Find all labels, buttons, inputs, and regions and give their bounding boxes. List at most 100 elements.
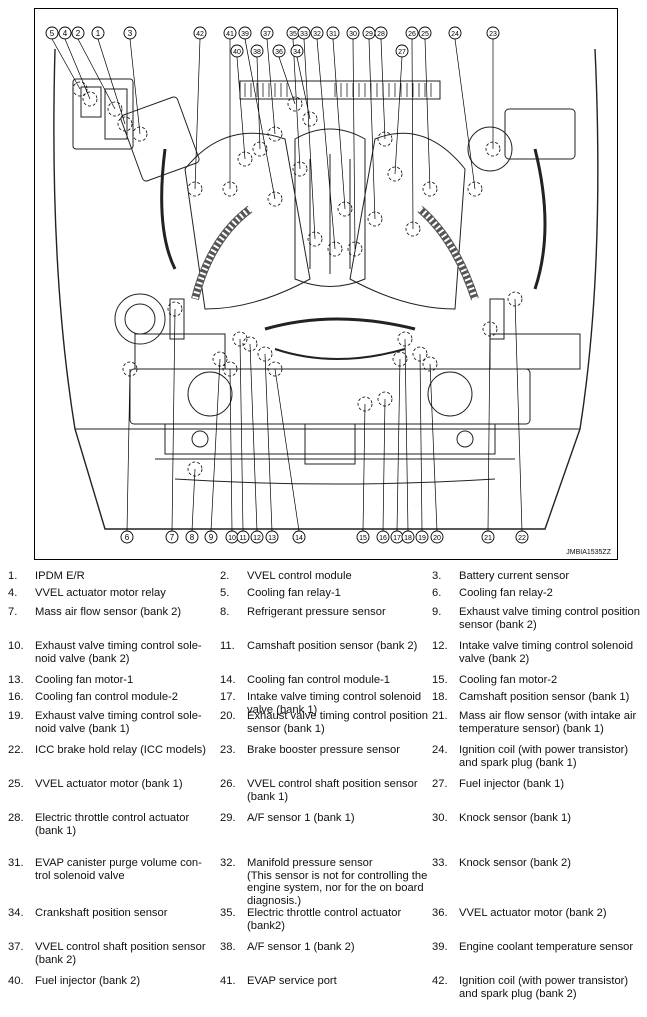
svg-text:24: 24 bbox=[451, 31, 459, 38]
callout-31: 31 bbox=[326, 26, 340, 40]
legend-number: 35. bbox=[220, 907, 236, 919]
target-14 bbox=[267, 361, 283, 377]
target-11 bbox=[232, 331, 248, 347]
target-1 bbox=[117, 116, 133, 132]
leader-4 bbox=[64, 38, 91, 100]
leader-40 bbox=[236, 56, 246, 160]
svg-text:32: 32 bbox=[313, 31, 321, 38]
callout-17: 17 bbox=[390, 530, 404, 544]
callout-16: 16 bbox=[376, 530, 390, 544]
legend-text: Knock sensor (bank 1) bbox=[459, 812, 571, 824]
svg-text:33: 33 bbox=[300, 31, 308, 38]
svg-text:42: 42 bbox=[196, 31, 204, 38]
callout-35: 35 bbox=[286, 26, 300, 40]
leader-28 bbox=[380, 38, 386, 140]
legend-text: Intake valve timing control solenoid val… bbox=[247, 691, 422, 716]
leader-2 bbox=[77, 38, 116, 110]
svg-text:1: 1 bbox=[96, 29, 101, 38]
leader-3 bbox=[129, 38, 141, 135]
legend-text: Camshaft position sensor (bank 1) bbox=[459, 691, 630, 703]
leader-35 bbox=[292, 38, 301, 170]
callout-18: 18 bbox=[401, 530, 415, 544]
legend-text: Electric throttle control actuator (bank… bbox=[247, 907, 402, 932]
callout-3: 3 bbox=[123, 26, 137, 40]
legend-text: Fuel injector (bank 1) bbox=[459, 778, 565, 790]
legend-text: VVEL control shaft position sensor (bank… bbox=[247, 778, 418, 803]
leader-9 bbox=[210, 358, 221, 532]
legend-text: Crankshaft position sensor bbox=[35, 907, 168, 919]
legend-number: 32. bbox=[220, 857, 236, 869]
target-37 bbox=[267, 126, 283, 142]
legend-number: 42. bbox=[432, 975, 448, 987]
legend-text: Brake booster pressure sensor bbox=[247, 744, 400, 756]
legend-text: Refrigerant pressure sensor bbox=[247, 606, 386, 618]
legend-number: 7. bbox=[8, 606, 18, 618]
svg-text:39: 39 bbox=[241, 31, 249, 38]
svg-text:37: 37 bbox=[263, 31, 271, 38]
legend-text: A/F sensor 1 (bank 2) bbox=[247, 941, 355, 953]
legend-number: 16. bbox=[8, 691, 24, 703]
legend-text: Knock sensor (bank 2) bbox=[459, 857, 571, 869]
callout-targets bbox=[72, 81, 523, 477]
legend-text: EVAP canister purge volume con- trol sol… bbox=[35, 857, 202, 882]
callout-7: 7 bbox=[165, 530, 179, 544]
legend-text: Engine coolant temperature sensor bbox=[459, 941, 634, 953]
target-19 bbox=[412, 346, 428, 362]
target-32 bbox=[327, 241, 343, 257]
target-35 bbox=[292, 161, 308, 177]
target-4 bbox=[82, 91, 98, 107]
leader-31 bbox=[332, 38, 346, 210]
legend-number: 28. bbox=[8, 812, 24, 824]
callout-19: 19 bbox=[415, 530, 429, 544]
legend-text: A/F sensor 1 (bank 1) bbox=[247, 812, 355, 824]
leader-1 bbox=[97, 38, 126, 125]
leader-18 bbox=[404, 338, 409, 532]
svg-text:38: 38 bbox=[253, 49, 261, 56]
target-29 bbox=[367, 211, 383, 227]
legend-text: VVEL control shaft position sensor (bank… bbox=[35, 941, 206, 966]
svg-text:40: 40 bbox=[233, 49, 241, 56]
svg-text:4: 4 bbox=[63, 29, 68, 38]
legend-number: 21. bbox=[432, 710, 448, 722]
leader-7 bbox=[171, 308, 176, 532]
legend-number: 12. bbox=[432, 640, 448, 652]
target-8 bbox=[187, 461, 203, 477]
svg-text:19: 19 bbox=[418, 535, 426, 542]
legend-number: 30. bbox=[432, 812, 448, 824]
target-20 bbox=[422, 356, 438, 372]
leader-26 bbox=[411, 38, 414, 230]
target-2 bbox=[107, 101, 123, 117]
legend-text: Mass air flow sensor (bank 2) bbox=[35, 606, 182, 618]
legend-number: 19. bbox=[8, 710, 24, 722]
callout-1: 1 bbox=[91, 26, 105, 40]
legend-text: VVEL actuator motor (bank 2) bbox=[459, 907, 607, 919]
legend-number: 20. bbox=[220, 710, 236, 722]
target-9 bbox=[212, 351, 228, 367]
legend-text: Cooling fan motor-1 bbox=[35, 674, 134, 686]
legend-number: 39. bbox=[432, 941, 448, 953]
svg-text:27: 27 bbox=[398, 49, 406, 56]
target-36 bbox=[287, 96, 303, 112]
leader-29 bbox=[368, 38, 376, 220]
target-17 bbox=[392, 351, 408, 367]
legend-text: Cooling fan control module-1 bbox=[247, 674, 391, 686]
svg-text:21: 21 bbox=[484, 535, 492, 542]
callout-10: 10 bbox=[225, 530, 239, 544]
legend-text: Fuel injector (bank 2) bbox=[35, 975, 141, 987]
legend-text: VVEL actuator motor relay bbox=[35, 587, 166, 599]
legend-number: 2. bbox=[220, 570, 230, 582]
callout-24: 24 bbox=[448, 26, 462, 40]
legend-number: 26. bbox=[220, 778, 236, 790]
callout-41: 41 bbox=[223, 26, 237, 40]
legend-number: 25. bbox=[8, 778, 24, 790]
leader-27 bbox=[394, 56, 403, 175]
svg-text:34: 34 bbox=[293, 49, 301, 56]
legend-number: 3. bbox=[432, 570, 442, 582]
svg-text:26: 26 bbox=[408, 31, 416, 38]
target-5 bbox=[72, 81, 88, 97]
callout-15: 15 bbox=[356, 530, 370, 544]
callout-6: 6 bbox=[120, 530, 134, 544]
legend-number: 27. bbox=[432, 778, 448, 790]
target-22 bbox=[507, 291, 523, 307]
legend-number: 14. bbox=[220, 674, 236, 686]
